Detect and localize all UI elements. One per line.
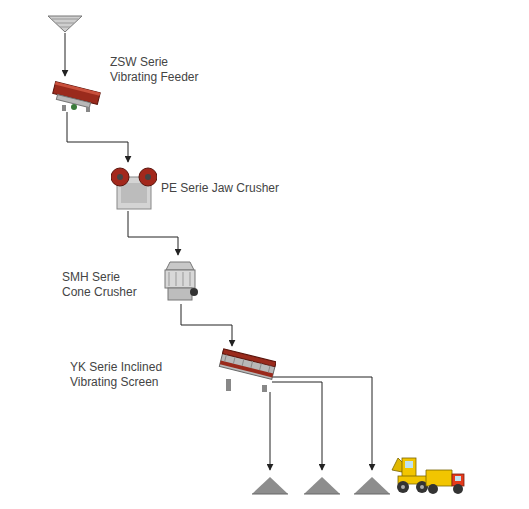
dump-truck — [426, 470, 464, 494]
machine-label: SMH Serie Cone Crusher — [62, 270, 144, 300]
vibrating-feeder: ZSW Serie Vibrating Feeder — [50, 79, 102, 112]
cone-crusher: SMH Serie Cone Crusher — [160, 256, 200, 304]
jaw-crusher: PE Serie Jaw Crusher — [111, 163, 157, 211]
machine-label: PE Serie Jaw Crusher — [161, 181, 279, 196]
product-piles — [252, 477, 390, 494]
cone-crusher-picture — [160, 256, 200, 304]
output-lines — [270, 377, 372, 470]
wheel-loader — [392, 458, 428, 493]
flow-connector — [181, 304, 232, 346]
vibrating-screen-picture — [218, 347, 276, 393]
vibrating-feeder-picture — [50, 79, 102, 112]
machine-label: YK Serie Inclined Vibrating Screen — [70, 360, 174, 390]
machine-label: ZSW Serie Vibrating Feeder — [110, 55, 210, 85]
flow-connector — [67, 112, 128, 162]
flow-connector — [128, 211, 178, 255]
feed-hopper — [48, 16, 82, 32]
jaw-crusher-picture — [111, 163, 157, 211]
vibrating-screen: YK Serie Inclined Vibrating Screen — [218, 347, 276, 393]
feed-arrow — [65, 33, 66, 76]
